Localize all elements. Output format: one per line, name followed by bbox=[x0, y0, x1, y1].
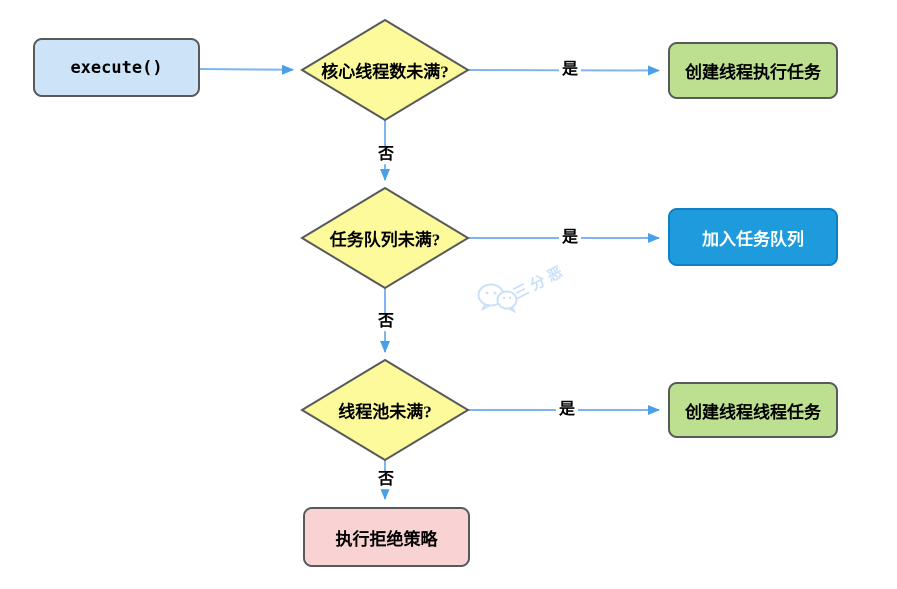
action-node-create-thread-run-task: 创建线程执行任务 bbox=[668, 42, 838, 99]
decision1-label: 核心线程数未满? bbox=[321, 62, 449, 82]
watermark: 三分恶 bbox=[474, 262, 584, 324]
edge-label-yes-2: 是 bbox=[558, 229, 582, 247]
edges bbox=[199, 64, 660, 500]
edge-label-yes-1: 是 bbox=[558, 61, 582, 79]
action-node-create-thread-task: 创建线程线程任务 bbox=[668, 382, 838, 438]
wechat-icon bbox=[477, 283, 518, 314]
action-node-reject-policy: 执行拒绝策略 bbox=[303, 507, 470, 567]
decision3-diamond bbox=[300, 358, 470, 462]
edge-label-no-3: 否 bbox=[374, 471, 398, 489]
decision2-label: 任务队列未满? bbox=[329, 230, 441, 250]
edge-label-yes-3: 是 bbox=[555, 401, 579, 419]
edge-label-no-1: 否 bbox=[374, 146, 398, 164]
edge-start-to-decision1 bbox=[199, 64, 294, 75]
action-node-add-to-task-queue: 加入任务队列 bbox=[668, 208, 838, 266]
decision2-diamond bbox=[300, 186, 470, 290]
decision-shapes bbox=[300, 18, 470, 462]
decision1-diamond bbox=[300, 18, 470, 122]
start-node-execute: execute() bbox=[33, 38, 200, 97]
edge-label-no-2: 否 bbox=[374, 313, 398, 331]
decision3-label: 线程池未满? bbox=[338, 402, 432, 422]
